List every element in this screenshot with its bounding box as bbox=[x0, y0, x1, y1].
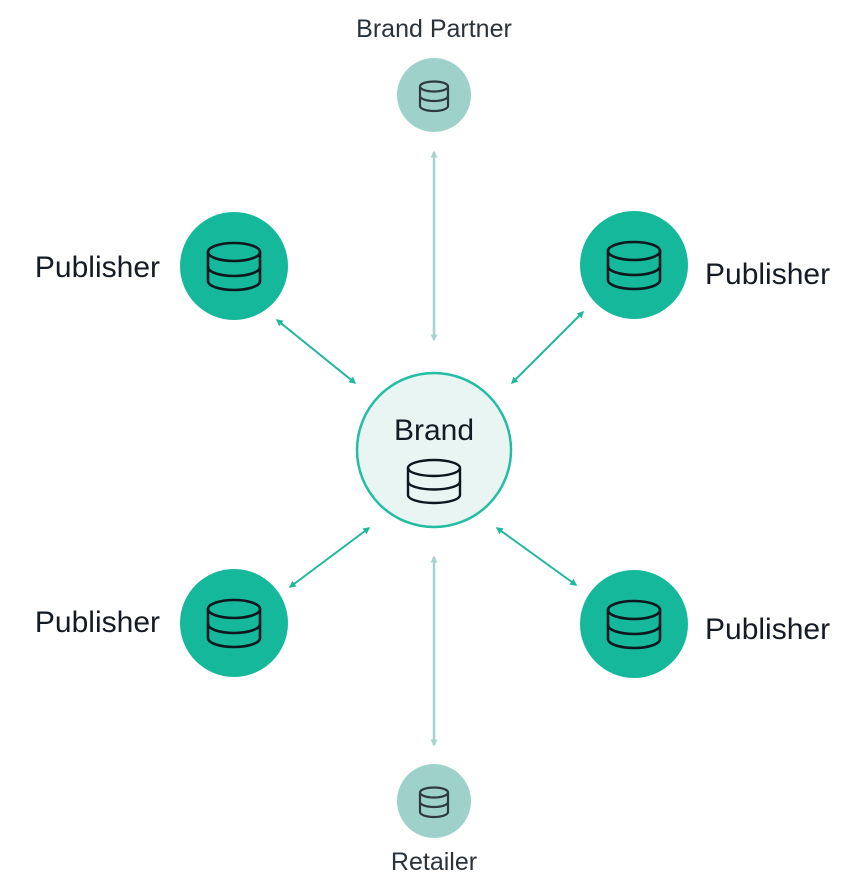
publisher-label-top-right: Publisher bbox=[705, 258, 830, 291]
brand-partner-circle bbox=[397, 58, 471, 132]
database-icon bbox=[418, 786, 450, 819]
database-icon bbox=[406, 458, 462, 505]
brand-partner-node: Brand Partner bbox=[356, 15, 512, 132]
brand-circle bbox=[355, 371, 513, 529]
arrow-brand-to-publisher-top-left bbox=[275, 319, 357, 384]
database-icon bbox=[606, 240, 662, 291]
publisher-label-top-left: Publisher bbox=[35, 251, 160, 284]
publisher-circle-top-left bbox=[180, 212, 288, 320]
database-icon bbox=[206, 241, 262, 292]
brand-node: Brand bbox=[355, 371, 513, 529]
database-icon bbox=[206, 598, 262, 649]
retailer-label: Retailer bbox=[391, 848, 477, 876]
arrow-brand-to-publisher-top-right bbox=[511, 311, 584, 384]
publisher-circle-bottom-left bbox=[180, 569, 288, 677]
publisher-node-bottom-left: Publisher bbox=[35, 569, 288, 677]
publisher-node-top-right: Publisher bbox=[580, 211, 830, 319]
arrow-brand-to-publisher-bottom-right bbox=[495, 527, 578, 586]
publisher-label-bottom-right: Publisher bbox=[705, 613, 830, 646]
retailer-node: Retailer bbox=[391, 764, 477, 876]
publisher-circle-bottom-right bbox=[580, 570, 688, 678]
brand-label: Brand bbox=[394, 414, 474, 447]
publisher-label-bottom-left: Publisher bbox=[35, 606, 160, 639]
publisher-node-top-left: Publisher bbox=[35, 212, 288, 320]
connections bbox=[275, 150, 584, 747]
publisher-node-bottom-right: Publisher bbox=[580, 570, 830, 678]
database-icon bbox=[606, 599, 662, 650]
retailer-circle bbox=[397, 764, 471, 838]
arrow-brand-to-publisher-bottom-left bbox=[288, 527, 371, 588]
brand-partner-label: Brand Partner bbox=[356, 15, 512, 43]
publisher-circle-top-right bbox=[580, 211, 688, 319]
database-icon bbox=[418, 80, 450, 113]
